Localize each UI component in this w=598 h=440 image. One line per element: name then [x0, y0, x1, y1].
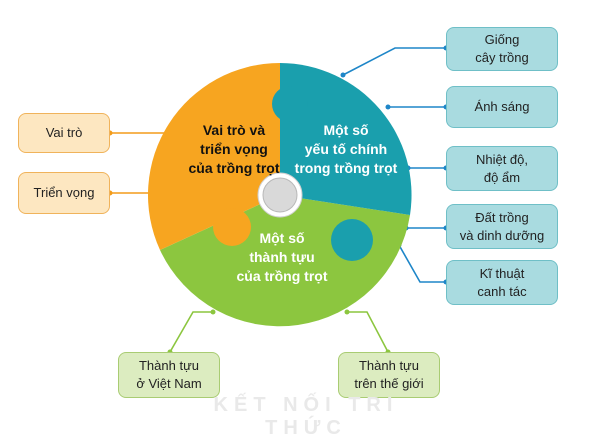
- puzzle-knob-orange: [213, 208, 251, 246]
- puzzle-knob-teal: [331, 219, 373, 261]
- central-circle: [147, 63, 412, 327]
- connector-thanh-tuu-vn: [169, 311, 213, 353]
- connector-dot: [385, 104, 391, 110]
- segment-roles: [147, 63, 280, 250]
- box-thanh-tuu-viet-nam: Thành tựu ở Việt Nam: [118, 352, 220, 398]
- center-hub-inner: [262, 177, 298, 213]
- box-ki-thuat-canh-tac: Kĩ thuật canh tác: [446, 260, 558, 305]
- mind-map: Vai trò và triển vọng của trồng trọt Một…: [18, 27, 558, 439]
- segment-label-roles: Vai trò và triển vọng của trồng trọt: [188, 122, 280, 176]
- box-dat-trong: Đất trồng và dinh dưỡng: [446, 204, 558, 249]
- segment-label-factors: Một số yếu tố chính trong trồng trọt: [294, 122, 398, 176]
- connector-giong: [342, 47, 446, 76]
- box-nhiet-do-do-am: Nhiệt độ, độ ẩm: [446, 146, 558, 191]
- box-giong-cay-trong: Giống cây trồng: [446, 27, 558, 71]
- diagram-graphics: [107, 45, 449, 355]
- segment-label-achievements: Một số thành tựu của trồng trọt: [236, 230, 328, 284]
- box-vai-tro: Vai trò: [18, 113, 110, 153]
- box-thanh-tuu-the-gioi: Thành tựu trên thế giới: [338, 352, 440, 398]
- connector-dot: [344, 309, 350, 315]
- connector-thanh-tuu-tg: [347, 311, 389, 353]
- box-trien-vong: Triển vọng: [18, 172, 110, 214]
- watermark: KẾT NỐI TRI THỨC: [213, 394, 399, 439]
- connector-dot: [340, 72, 346, 78]
- puzzle-knob-green: [272, 86, 308, 122]
- connector-dot: [210, 309, 216, 315]
- box-anh-sang: Ánh sáng: [446, 86, 558, 128]
- connector-ki-thuat: [398, 244, 446, 283]
- segment-factors: [280, 63, 412, 215]
